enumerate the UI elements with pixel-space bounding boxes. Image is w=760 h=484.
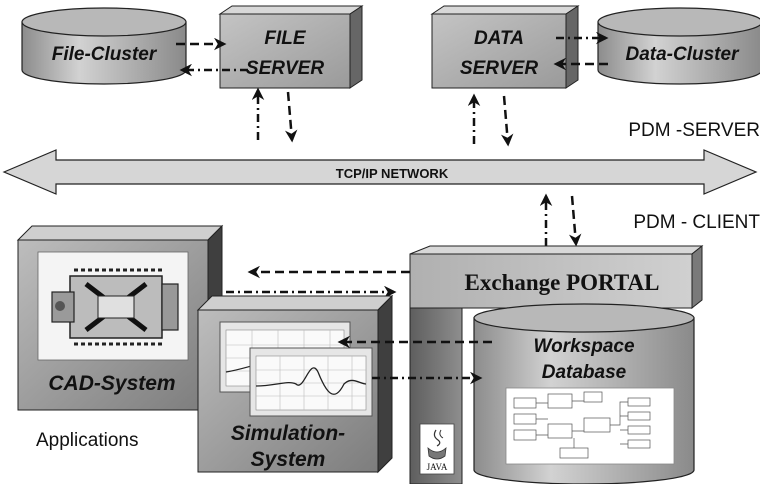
- network-to-portal-arrow: [568, 195, 582, 247]
- data-cluster-cylinder: Data-Cluster: [597, 7, 760, 85]
- simulation-label-2: System: [251, 448, 326, 471]
- data-server-box: DATA SERVER: [430, 5, 580, 89]
- exchange-portal: Exchange PORTAL JAVA: [409, 244, 704, 484]
- cad-drawing-image: [37, 251, 189, 361]
- java-label: JAVA: [427, 462, 448, 472]
- file-server-to-network-arrow: [284, 91, 298, 143]
- java-logo-icon: JAVA: [419, 423, 455, 475]
- workspace-label-1: Workspace: [533, 336, 634, 357]
- cad-system-label: CAD-System: [48, 372, 175, 395]
- cad-system-box: CAD-System: [16, 224, 224, 412]
- database-schema-thumbnail: [505, 387, 675, 465]
- data-server-label-2: SERVER: [460, 58, 538, 79]
- file-cluster-label: File-Cluster: [52, 44, 158, 65]
- workspace-label-2: Database: [542, 362, 627, 383]
- data-server-to-network-arrow: [500, 95, 514, 147]
- file-server-label-2: SERVER: [246, 58, 324, 79]
- portal-title: Exchange PORTAL: [465, 270, 660, 295]
- network-label: TCP/IP NETWORK: [336, 166, 449, 181]
- simulation-plot-image: [219, 321, 373, 417]
- file-cluster-cylinder: File-Cluster: [21, 7, 187, 85]
- simulation-label-1: Simulation-: [231, 422, 345, 445]
- tcp-ip-network-arrow: TCP/IP NETWORK: [2, 149, 758, 195]
- file-server-label-1: FILE: [264, 28, 306, 49]
- pdm-client-label: PDM - CLIENT: [633, 212, 760, 233]
- data-server-label-1: DATA: [474, 28, 524, 49]
- pdm-server-label: PDM -SERVER: [628, 120, 760, 141]
- workspace-database-cylinder: Workspace Database: [473, 303, 695, 484]
- applications-label: Applications: [36, 430, 138, 451]
- simulation-system-box: Simulation- System: [196, 294, 394, 474]
- file-server-box: FILE SERVER: [218, 5, 364, 89]
- data-cluster-label: Data-Cluster: [626, 44, 741, 65]
